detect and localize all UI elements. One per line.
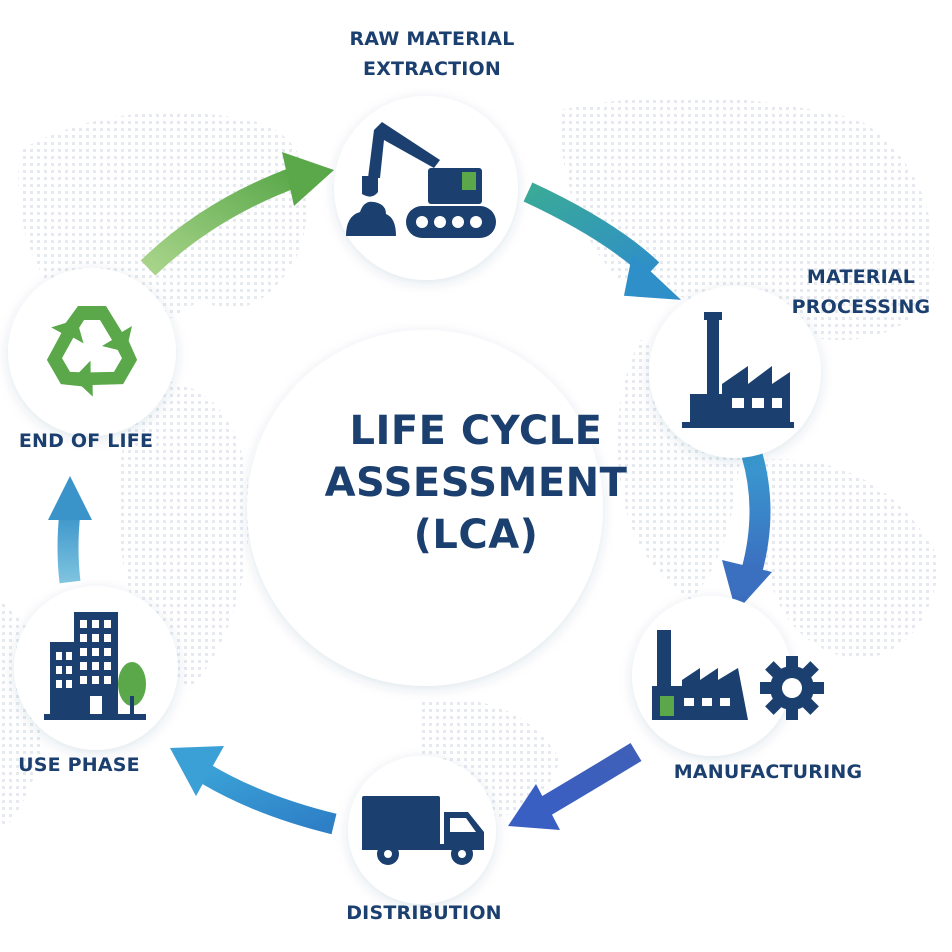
label-use-phase-text: USE PHASE (18, 754, 140, 776)
label-end-of-life-text: END OF LIFE (18, 430, 154, 452)
arrow-raw-material-to-processing (523, 182, 682, 300)
excavator-icon (346, 122, 496, 238)
label-processing-line-2: PROCESSING (791, 296, 931, 318)
arrow-distribution-to-use-phase (170, 746, 337, 835)
label-end-of-life: END OF LIFE (6, 426, 166, 456)
label-distribution-text: DISTRIBUTION (346, 902, 502, 924)
label-processing-line-1: MATERIAL (806, 266, 916, 288)
arrow-processing-to-manufacturing (722, 452, 772, 612)
label-material-processing: MATERIAL PROCESSING (776, 262, 946, 322)
label-manufacturing: MANUFACTURING (660, 757, 876, 787)
label-distribution: DISTRIBUTION (326, 898, 522, 928)
label-raw-material-extraction: RAW MATERIAL EXTRACTION (332, 24, 532, 84)
label-raw-material-line-1: RAW MATERIAL (349, 28, 515, 50)
factory-gear-icon (652, 630, 824, 720)
building-tree-icon (44, 612, 146, 720)
label-manufacturing-text: MANUFACTURING (673, 761, 863, 783)
factory-icon (682, 312, 794, 428)
cycle-arrows (48, 152, 772, 835)
label-use-phase: USE PHASE (6, 750, 152, 780)
truck-icon (362, 796, 484, 865)
arrow-end-of-life-to-raw-material (140, 152, 334, 276)
arrow-manufacturing-to-distribution (508, 743, 642, 830)
center-title-line-2: ASSESSMENT (324, 460, 628, 506)
stage-circle-end-of-life (8, 268, 176, 436)
arrow-use-phase-to-end-of-life (48, 476, 92, 584)
center-title-line-1: LIFE CYCLE (349, 408, 603, 454)
center-title-line-3: (LCA) (413, 512, 539, 558)
label-raw-material-line-2: EXTRACTION (363, 58, 501, 80)
stage-circle-raw-material (334, 96, 518, 280)
center-circle (247, 330, 603, 686)
recycle-icon (46, 306, 138, 397)
center-title: LIFE CYCLE ASSESSMENT (LCA) (250, 405, 702, 561)
